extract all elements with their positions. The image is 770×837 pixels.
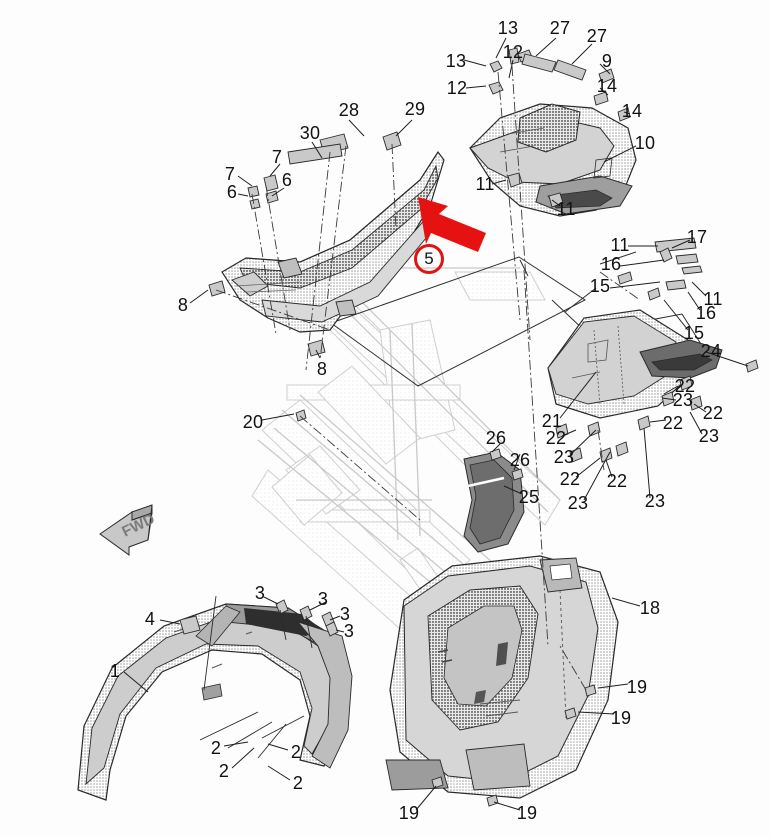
callout-number-1[interactable]: 1 [109,661,121,681]
callout-number-6[interactable]: 6 [281,170,293,190]
callout-number-12[interactable]: 12 [446,78,468,98]
callout-number-3[interactable]: 3 [317,589,329,609]
chassis-ghost-outline [251,271,561,666]
callout-number-2[interactable]: 2 [292,773,304,793]
callout-number-27[interactable]: 27 [586,26,608,46]
callout-number-28[interactable]: 28 [338,100,360,120]
callout-number-2[interactable]: 2 [210,738,222,758]
callout-number-16[interactable]: 16 [695,303,717,323]
callout-number-20[interactable]: 20 [242,412,264,432]
callout-number-19[interactable]: 19 [516,803,538,823]
callout-number-23[interactable]: 23 [567,493,589,513]
fwd-orientation-arrow: FWD [99,504,158,556]
callout-number-22[interactable]: 22 [559,469,581,489]
callout-number-30[interactable]: 30 [299,123,321,143]
callout-number-15[interactable]: 15 [589,276,611,296]
callout-number-11[interactable]: 11 [703,289,723,309]
callout-number-22[interactable]: 22 [702,403,724,423]
callout-number-19[interactable]: 19 [398,803,420,823]
callout-number-2[interactable]: 2 [218,761,230,781]
callout-number-3[interactable]: 3 [339,604,351,624]
callout-number-23[interactable]: 23 [672,390,694,410]
callout-number-19[interactable]: 19 [626,677,648,697]
part-tail-cowl [469,103,637,217]
callout-number-26[interactable]: 26 [485,428,507,448]
callout-number-8[interactable]: 8 [177,295,189,315]
callout-number-14[interactable]: 14 [621,101,643,121]
callout-number-3[interactable]: 3 [254,583,266,603]
callout-number-17[interactable]: 17 [686,227,708,247]
callout-number-16[interactable]: 16 [600,254,622,274]
callout-number-7[interactable]: 7 [271,147,283,167]
callout-number-4[interactable]: 4 [144,609,156,629]
callout-number-2[interactable]: 2 [290,742,302,762]
callout-number-6[interactable]: 6 [226,182,238,202]
callout-number-27[interactable]: 27 [549,18,571,38]
callout-number-11[interactable]: 11 [556,199,576,219]
fastener-icons [179,47,759,807]
callout-leader-lines [123,37,749,811]
callout-number-24[interactable]: 24 [700,341,722,361]
callout-number-19[interactable]: 19 [610,708,632,728]
highlight-arrow [418,197,486,252]
part-front-fender [77,603,353,801]
callout-number-29[interactable]: 29 [404,99,426,119]
callout-number-11[interactable]: 11 [475,174,495,194]
callout-number-15[interactable]: 15 [683,323,705,343]
part-side-cover [547,309,723,419]
callout-number-3[interactable]: 3 [343,621,355,641]
callout-number-11[interactable]: 11 [610,235,630,255]
part-mudguard [463,451,525,553]
callout-number-22[interactable]: 22 [662,413,684,433]
callout-number-9[interactable]: 9 [601,51,613,71]
callout-number-10[interactable]: 10 [634,133,656,153]
callout-number-13[interactable]: 13 [497,18,519,38]
callout-number-23[interactable]: 23 [698,426,720,446]
callout-number-22[interactable]: 22 [545,428,567,448]
callout-number-8[interactable]: 8 [316,359,328,379]
callout-number-21[interactable]: 21 [541,411,563,431]
callout-number-26[interactable]: 26 [509,450,531,470]
highlighted-callout-5[interactable]: 5 [414,244,444,274]
callout-number-23[interactable]: 23 [644,491,666,511]
callout-number-23[interactable]: 23 [553,447,575,467]
callout-5-number: 5 [424,249,434,268]
callout-number-14[interactable]: 14 [596,76,618,96]
callout-number-18[interactable]: 18 [639,598,661,618]
callout-number-13[interactable]: 13 [445,51,467,71]
callout-number-22[interactable]: 22 [674,376,696,396]
part-rear-fender-lower [385,555,619,799]
callout-number-12[interactable]: 12 [502,42,524,62]
callout-number-22[interactable]: 22 [606,471,628,491]
assembly-axis-lines [215,65,641,691]
callout-number-25[interactable]: 25 [518,487,540,507]
callout-number-7[interactable]: 7 [224,164,236,184]
part-rear-fender-upper [221,150,445,333]
